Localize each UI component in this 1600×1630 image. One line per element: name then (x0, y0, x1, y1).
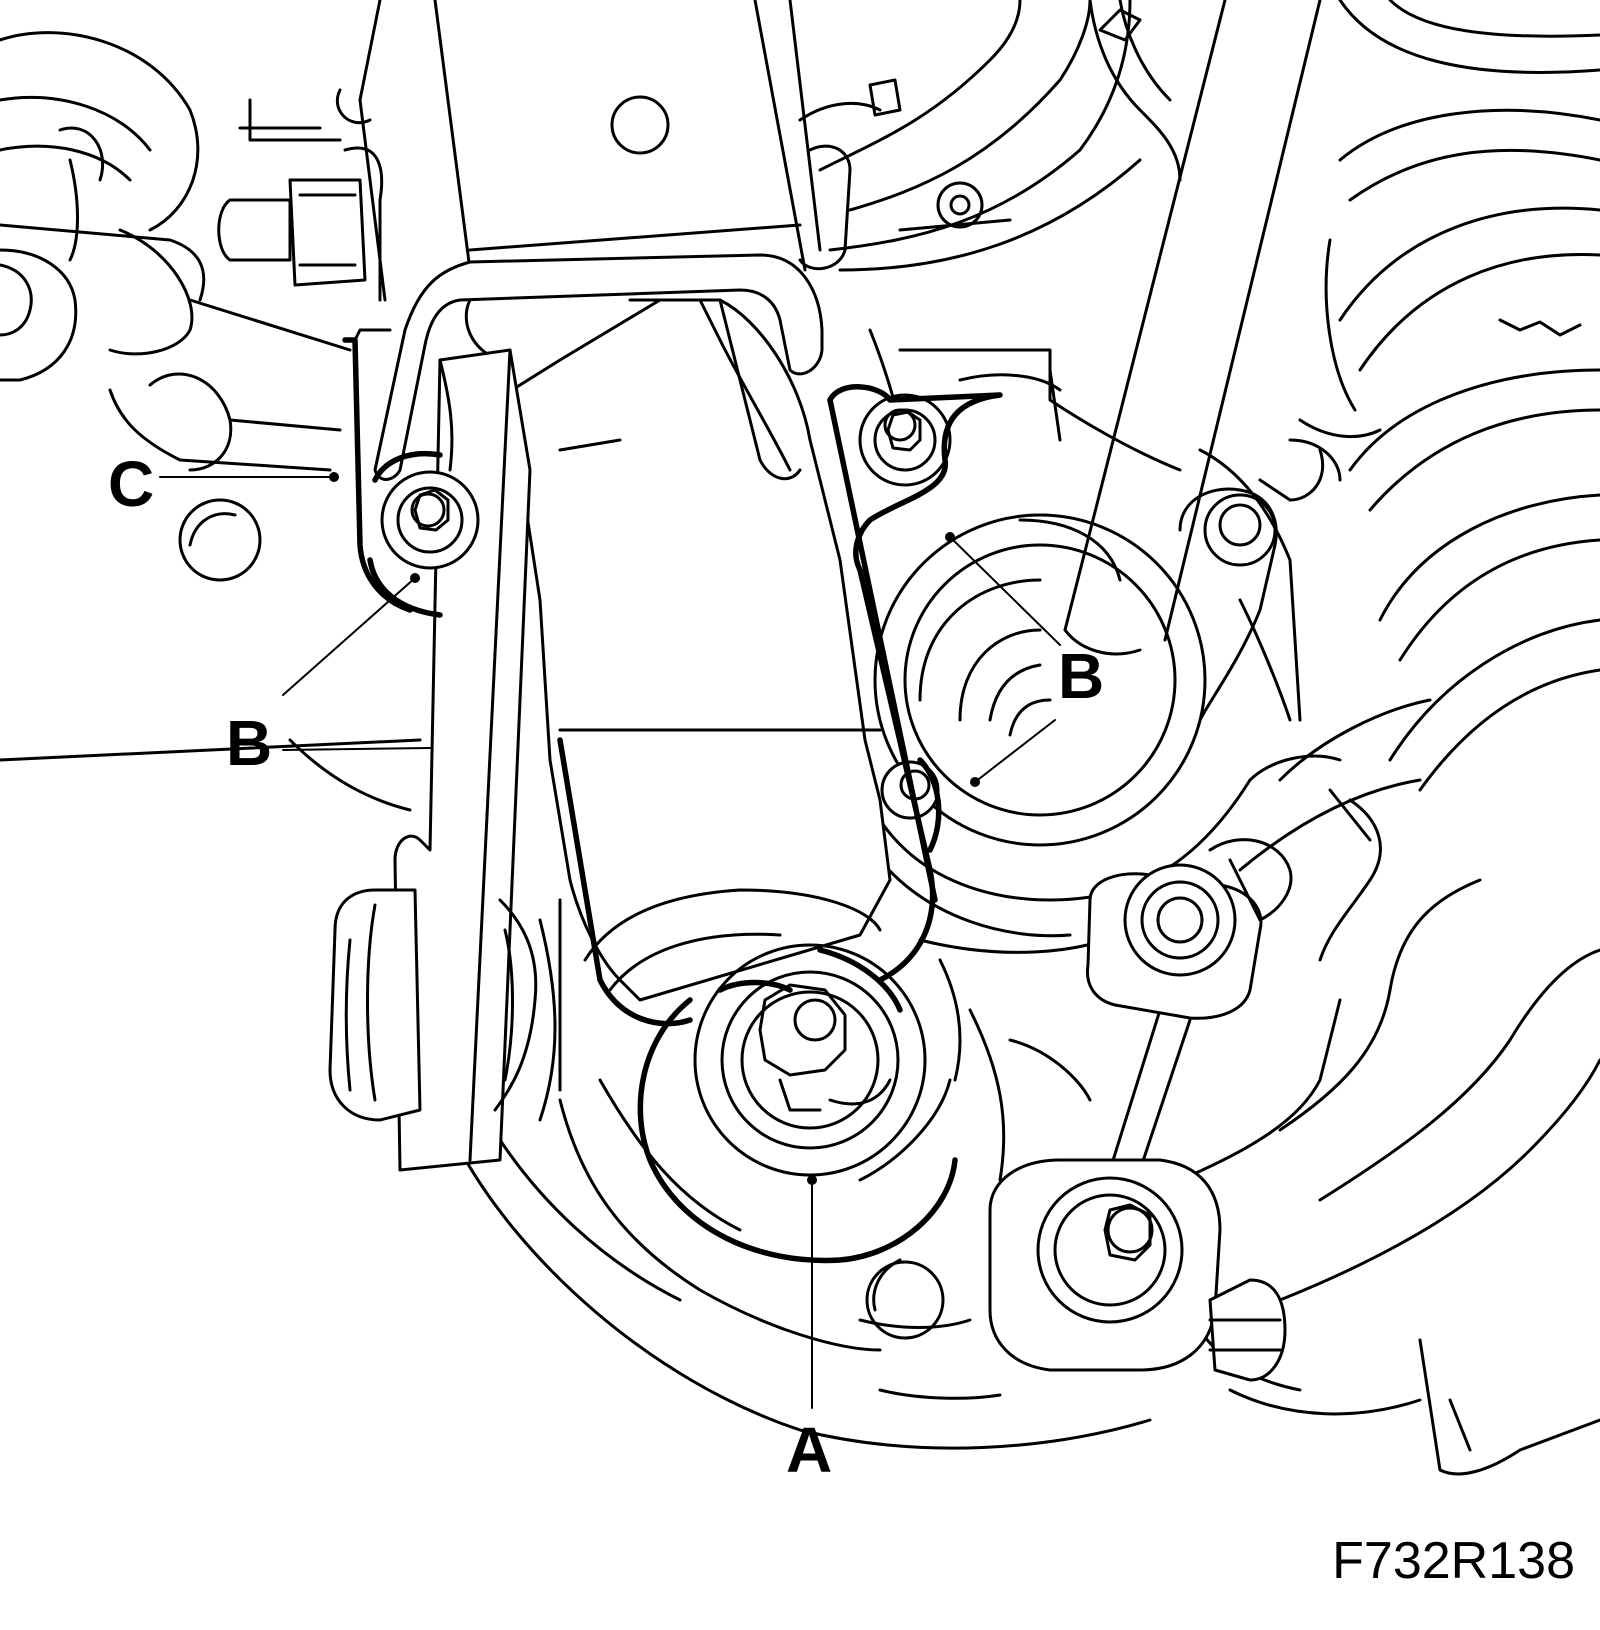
coil-spring (1298, 0, 1600, 792)
leader-dot-c (329, 472, 339, 482)
leader-dot-b2-lower (970, 777, 980, 787)
lower-knuckle (458, 838, 1600, 1476)
diagonal-strut-rod (1063, 0, 1322, 656)
leader-b1-base (282, 747, 431, 751)
hub-carrier (538, 898, 962, 1232)
wheel-hub-knuckle (868, 328, 1432, 962)
leader-b2-upper (949, 536, 1061, 646)
leader-dot-a (807, 1175, 817, 1185)
callout-b-right: B (1058, 640, 1104, 712)
callout-b-left: B (226, 707, 272, 779)
upper-middle-components (798, 0, 1182, 272)
callout-c: C (108, 448, 154, 520)
highlight-outlines (342, 328, 1003, 1264)
callout-a: A (786, 1414, 832, 1486)
leader-dot-b2-upper (945, 532, 955, 542)
callout-leaders (159, 472, 1061, 1409)
figure-code: F732R138 (1332, 1532, 1575, 1590)
leader-dot-b1 (410, 573, 420, 583)
trailing-arm (328, 298, 952, 1177)
callout-labels: C B B A (108, 448, 1104, 1486)
leader-b1 (282, 577, 416, 696)
upper-strut (358, 0, 824, 481)
leader-b2-lower (974, 719, 1056, 783)
upper-left-components (0, 31, 422, 812)
